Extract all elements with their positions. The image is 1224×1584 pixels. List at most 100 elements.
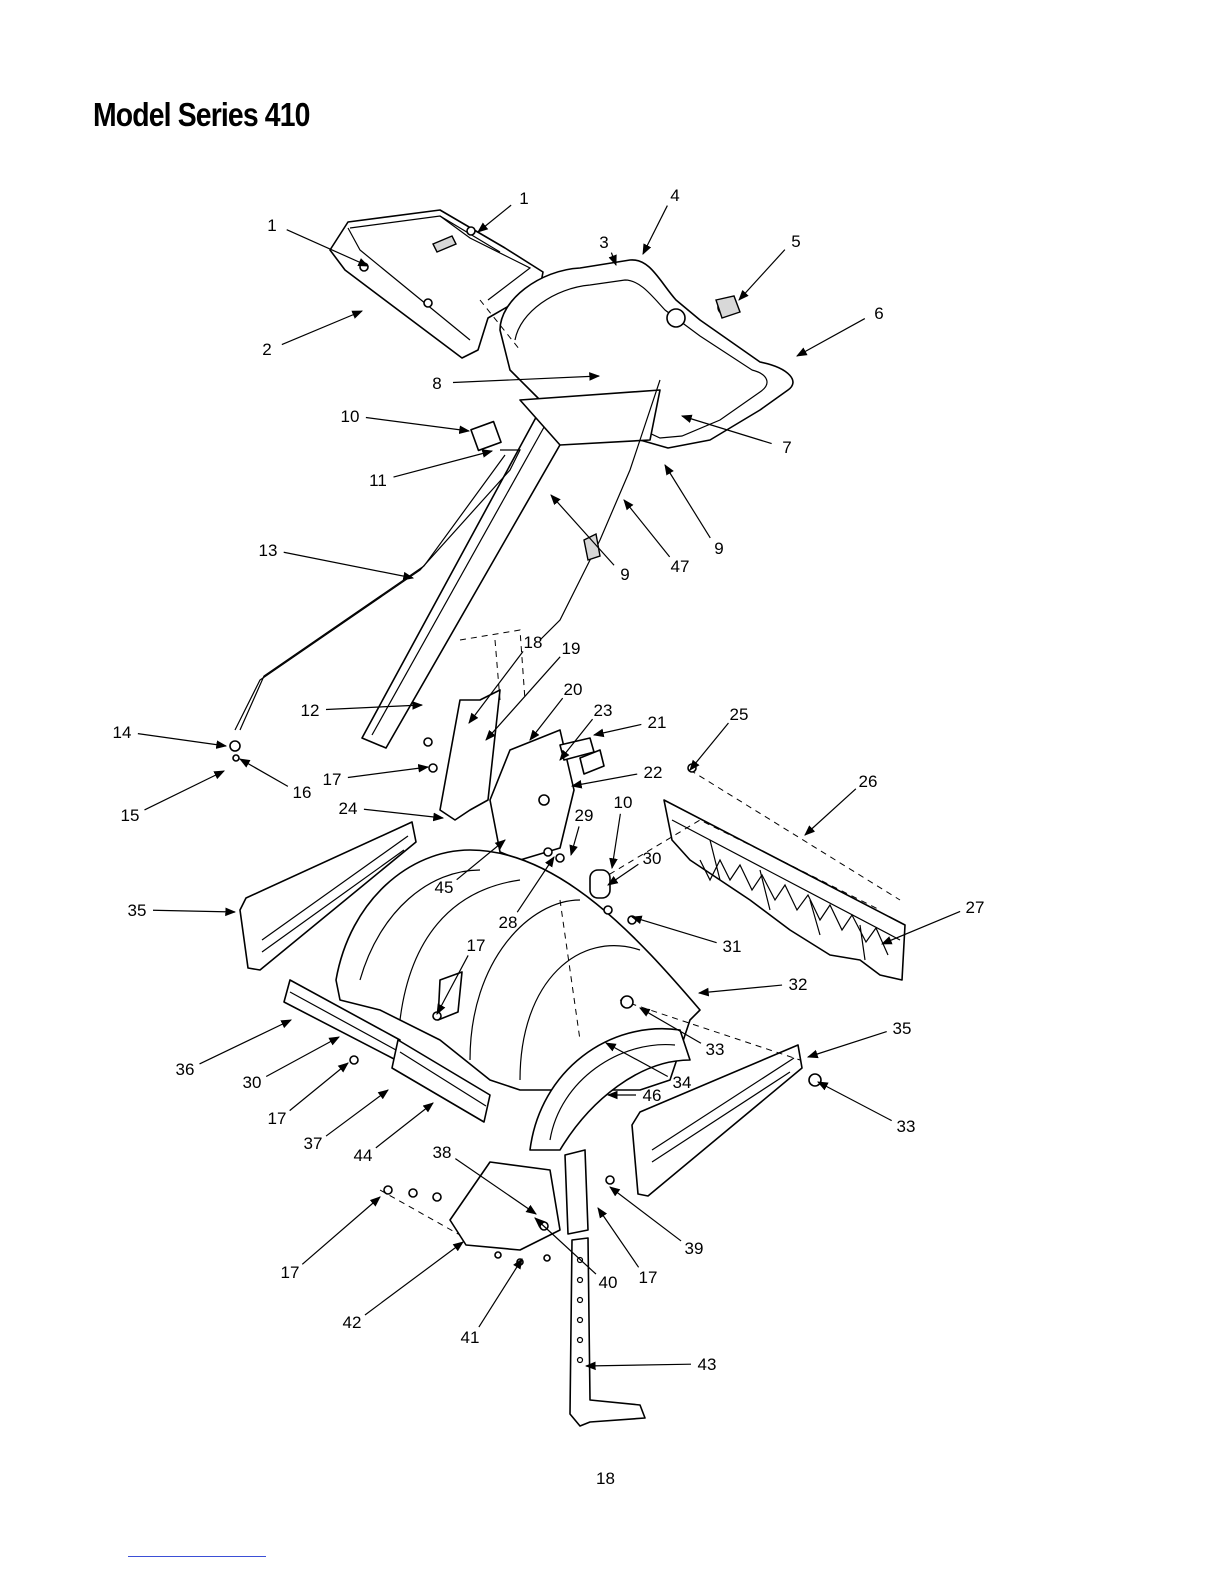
callout-label-37: 37	[304, 1134, 323, 1153]
callout-leader-17	[348, 767, 428, 778]
callout-leader-36	[200, 1020, 291, 1064]
callout-label-34: 34	[673, 1073, 692, 1092]
callout-label-30: 30	[643, 849, 662, 868]
handle-tube	[362, 390, 660, 748]
callout-leader-21	[594, 724, 641, 735]
callout-label-25: 25	[730, 705, 749, 724]
callout-label-11: 11	[369, 471, 387, 490]
callout-label-1: 1	[267, 216, 276, 235]
callout-label-44: 44	[354, 1146, 373, 1165]
callout-leader-41	[479, 1259, 522, 1327]
callout-label-20: 20	[564, 680, 583, 699]
callout-leader-14	[138, 734, 226, 746]
callout-label-21: 21	[648, 713, 667, 732]
callout-label-6: 6	[874, 304, 883, 323]
callout-leader-11	[394, 451, 492, 477]
callout-leader-47	[624, 500, 670, 557]
callout-leader-35	[153, 910, 235, 912]
callout-leader-44	[376, 1103, 433, 1148]
callout-leader-26	[805, 789, 856, 835]
callout-leader-10	[366, 418, 469, 431]
callout-leader-43	[586, 1364, 691, 1366]
callout-label-40: 40	[599, 1273, 618, 1292]
callout-label-26: 26	[859, 772, 878, 791]
callout-label-22: 22	[644, 763, 663, 782]
page-number: 18	[596, 1469, 615, 1489]
callout-label-9: 9	[714, 539, 723, 558]
callout-leader-15	[144, 771, 224, 810]
callout-label-28: 28	[499, 913, 518, 932]
callout-label-36: 36	[176, 1060, 195, 1079]
callout-label-33: 33	[706, 1040, 725, 1059]
callout-leader-6	[797, 319, 865, 356]
callout-label-45: 45	[435, 878, 454, 897]
callout-label-2: 2	[262, 340, 271, 359]
callout-leader-17	[302, 1197, 380, 1264]
callout-label-15: 15	[121, 806, 140, 825]
callout-label-27: 27	[966, 898, 985, 917]
callout-label-4: 4	[670, 186, 679, 205]
callout-leader-37	[326, 1090, 388, 1136]
callout-label-10: 10	[614, 793, 633, 812]
depth-bar	[570, 1238, 645, 1426]
callout-label-17: 17	[467, 936, 486, 955]
callout-leader-30	[266, 1037, 339, 1076]
callout-leader-25	[690, 723, 728, 770]
callout-label-30: 30	[243, 1073, 262, 1092]
callout-label-10: 10	[341, 407, 360, 426]
callout-leader-2	[282, 311, 362, 345]
callout-label-17: 17	[268, 1109, 287, 1128]
callout-label-46: 46	[643, 1086, 662, 1105]
callout-label-17: 17	[281, 1263, 300, 1282]
callout-leader-22	[572, 774, 637, 786]
callout-leader-35	[808, 1032, 887, 1057]
callout-label-24: 24	[339, 799, 358, 818]
callout-label-42: 42	[343, 1313, 362, 1332]
callout-label-35: 35	[893, 1019, 912, 1038]
callout-leader-9	[665, 465, 710, 538]
callout-leader-5	[739, 250, 785, 300]
callout-label-39: 39	[685, 1239, 704, 1258]
callout-label-33: 33	[897, 1117, 916, 1136]
link-underline[interactable]	[128, 1556, 266, 1557]
callout-label-9: 9	[620, 565, 629, 584]
callout-leader-31	[632, 917, 717, 943]
callout-leader-10	[612, 814, 620, 868]
callout-leader-24	[364, 809, 443, 818]
callout-label-43: 43	[698, 1355, 717, 1374]
depth-bracket	[450, 1150, 588, 1250]
callout-label-47: 47	[671, 557, 690, 576]
callout-label-35: 35	[128, 901, 147, 920]
callout-leader-32	[699, 985, 782, 993]
callout-leader-13	[284, 552, 413, 578]
callout-label-8: 8	[432, 374, 441, 393]
callout-label-19: 19	[562, 639, 581, 658]
deflector-shield	[664, 800, 905, 980]
callout-leader-1	[478, 205, 511, 232]
callout-label-7: 7	[782, 438, 791, 457]
callout-label-5: 5	[791, 232, 800, 251]
callout-leader-33	[818, 1082, 892, 1121]
callout-label-17: 17	[639, 1268, 658, 1287]
callout-leader-16	[240, 759, 288, 786]
callout-label-18: 18	[524, 633, 543, 652]
callout-label-13: 13	[259, 541, 278, 560]
callout-label-23: 23	[594, 701, 613, 720]
callout-leader-42	[365, 1242, 463, 1315]
callout-leader-17	[598, 1208, 639, 1267]
callout-leader-17	[290, 1063, 348, 1111]
callout-label-17: 17	[323, 770, 342, 789]
callout-label-14: 14	[113, 723, 132, 742]
callout-label-41: 41	[461, 1328, 480, 1347]
callout-leader-4	[643, 206, 667, 254]
callout-label-3: 3	[599, 233, 608, 252]
callout-label-31: 31	[723, 937, 742, 956]
callout-label-16: 16	[293, 783, 312, 802]
callout-leader-29	[571, 826, 579, 855]
callout-label-29: 29	[575, 806, 594, 825]
callout-label-32: 32	[789, 975, 808, 994]
callout-label-1: 1	[519, 189, 528, 208]
callout-label-12: 12	[301, 701, 320, 720]
callout-label-38: 38	[433, 1143, 452, 1162]
